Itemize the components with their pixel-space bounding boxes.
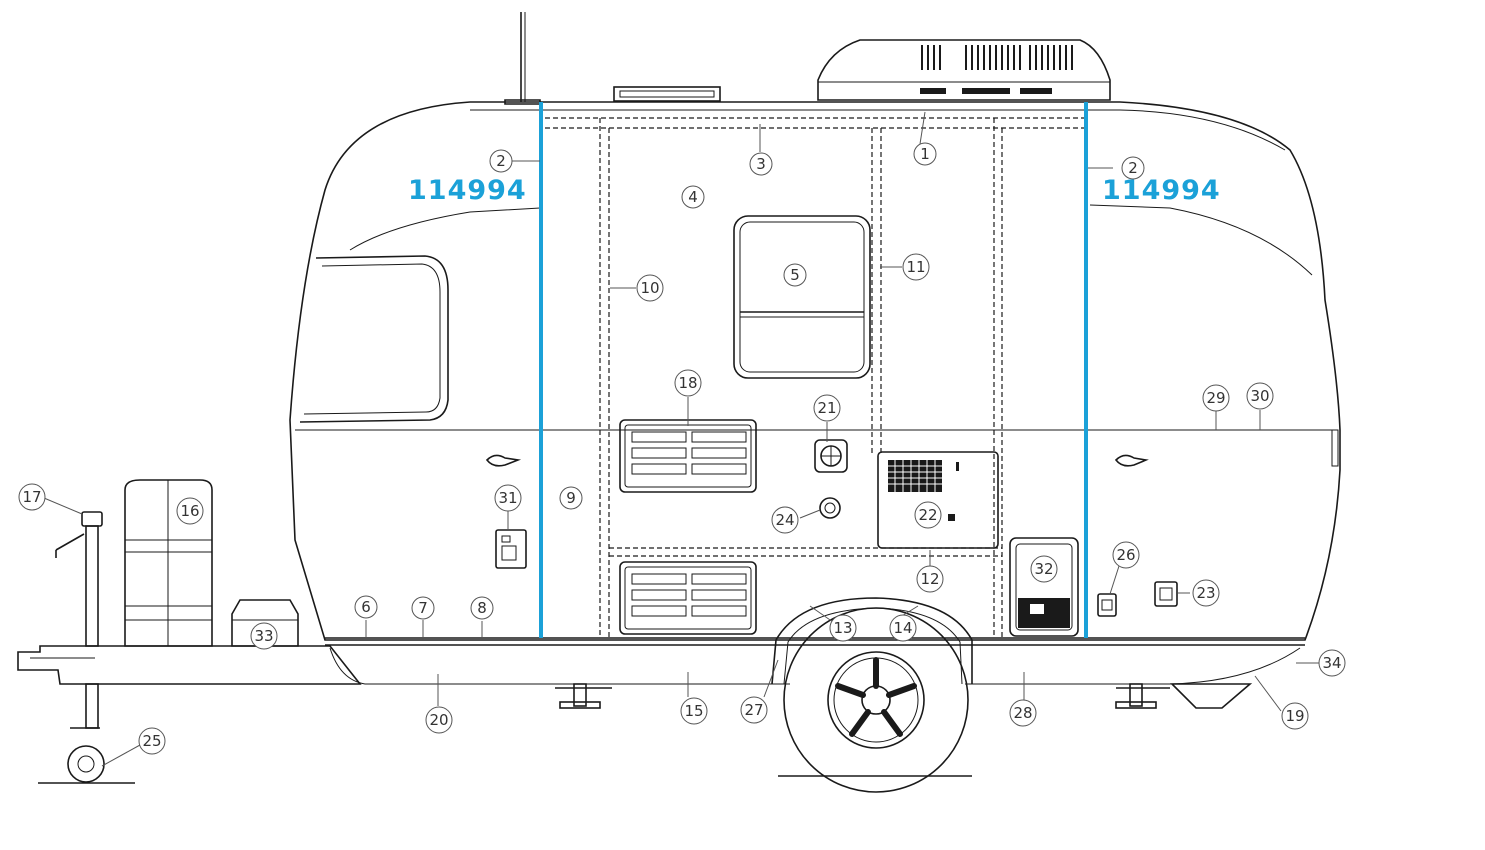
callout-27-label: 27	[744, 701, 763, 719]
callout-27: 27	[740, 696, 768, 724]
callout-3: 3	[749, 152, 773, 176]
callout-10-label: 10	[640, 279, 659, 297]
wheel-assembly	[771, 597, 973, 793]
water-fill	[819, 497, 841, 519]
callout-2-left-label: 2	[496, 152, 506, 170]
callout-13-label: 13	[833, 619, 852, 637]
callout-4-label: 4	[688, 188, 698, 206]
callout-16: 16	[176, 497, 204, 525]
callout-18: 18	[674, 369, 702, 397]
tongue-jack	[38, 511, 135, 784]
callout-9: 9	[559, 486, 583, 510]
callout-26: 26	[1112, 541, 1140, 569]
callout-15-label: 15	[684, 702, 703, 720]
callout-23-label: 23	[1196, 584, 1215, 602]
callout-8-label: 8	[477, 599, 487, 617]
callout-2-right: 2	[1121, 156, 1145, 180]
air-conditioner	[817, 39, 1111, 101]
service-hatch	[877, 451, 999, 549]
propane-tanks	[124, 479, 213, 647]
highlighted-trim-strips	[539, 102, 1088, 638]
stabilizer-jacks	[555, 683, 1253, 709]
callout-19-label: 19	[1285, 707, 1304, 725]
callout-20: 20	[425, 706, 453, 734]
callout-5: 5	[783, 263, 807, 287]
trailer-body	[289, 101, 1341, 685]
callout-29: 29	[1202, 384, 1230, 412]
roof-antenna	[504, 12, 541, 105]
cable-port	[814, 439, 848, 473]
callout-1-label: 1	[920, 145, 930, 163]
outlet-26	[1097, 593, 1117, 617]
side-window	[733, 215, 871, 379]
callout-15: 15	[680, 697, 708, 725]
callout-28: 28	[1009, 699, 1037, 727]
callout-6-label: 6	[361, 598, 371, 616]
callout-32: 32	[1030, 555, 1058, 583]
part-number-left: 114994	[408, 175, 527, 206]
callout-12: 12	[916, 565, 944, 593]
part-number-right: 114994	[1102, 175, 1221, 206]
callout-12-label: 12	[920, 570, 939, 588]
callout-13: 13	[829, 614, 857, 642]
callout-9-label: 9	[566, 489, 576, 507]
callout-24: 24	[771, 506, 799, 534]
callout-25-label: 25	[142, 732, 161, 750]
callout-2-right-label: 2	[1128, 159, 1138, 177]
callout-11: 11	[902, 253, 930, 281]
callout-26-label: 26	[1116, 546, 1135, 564]
callout-31: 31	[494, 484, 522, 512]
callout-34: 34	[1318, 649, 1346, 677]
callout-21-label: 21	[817, 399, 836, 417]
callout-24-label: 24	[775, 511, 794, 529]
callout-leaders	[43, 111, 1319, 767]
callout-19: 19	[1281, 702, 1309, 730]
callout-7-label: 7	[418, 599, 428, 617]
callout-6: 6	[354, 595, 378, 619]
tongue-frame	[17, 645, 362, 685]
callout-22: 22	[914, 501, 942, 529]
callout-20-label: 20	[429, 711, 448, 729]
callout-29-label: 29	[1206, 389, 1225, 407]
callout-18-label: 18	[678, 374, 697, 392]
callout-30: 30	[1246, 382, 1274, 410]
lower-vent	[619, 561, 757, 635]
upper-vent	[619, 419, 757, 493]
callout-33-label: 33	[254, 627, 273, 645]
callout-11-label: 11	[906, 258, 925, 276]
access-door	[1009, 537, 1079, 637]
roof-vent	[613, 86, 721, 102]
callout-28-label: 28	[1013, 704, 1032, 722]
callout-1: 1	[913, 142, 937, 166]
callout-30-label: 30	[1250, 387, 1269, 405]
callout-17-label: 17	[22, 488, 41, 506]
panel-seams	[545, 117, 1088, 638]
callout-16-label: 16	[180, 502, 199, 520]
callout-23: 23	[1192, 579, 1220, 607]
callout-5-label: 5	[790, 266, 800, 284]
callout-17: 17	[18, 483, 46, 511]
callout-14-label: 14	[893, 619, 912, 637]
callout-3-label: 3	[756, 155, 766, 173]
battery-box	[231, 599, 299, 647]
callout-10: 10	[636, 274, 664, 302]
callout-4: 4	[681, 185, 705, 209]
callout-22-label: 22	[918, 506, 937, 524]
callout-33: 33	[250, 622, 278, 650]
callout-14: 14	[889, 614, 917, 642]
callout-34-label: 34	[1322, 654, 1341, 672]
callout-32-label: 32	[1034, 560, 1053, 578]
callout-2-left: 2	[489, 149, 513, 173]
callout-21: 21	[813, 394, 841, 422]
callout-25: 25	[138, 727, 166, 755]
callout-7: 7	[411, 596, 435, 620]
callout-31-label: 31	[498, 489, 517, 507]
outlet-23	[1154, 581, 1178, 607]
callout-bubbles: 1 2 2 3 4 5 6 7 8 9 10 11 12 13 14 15 16…	[18, 142, 1346, 755]
callout-8: 8	[470, 596, 494, 620]
switch-plate	[495, 529, 527, 569]
